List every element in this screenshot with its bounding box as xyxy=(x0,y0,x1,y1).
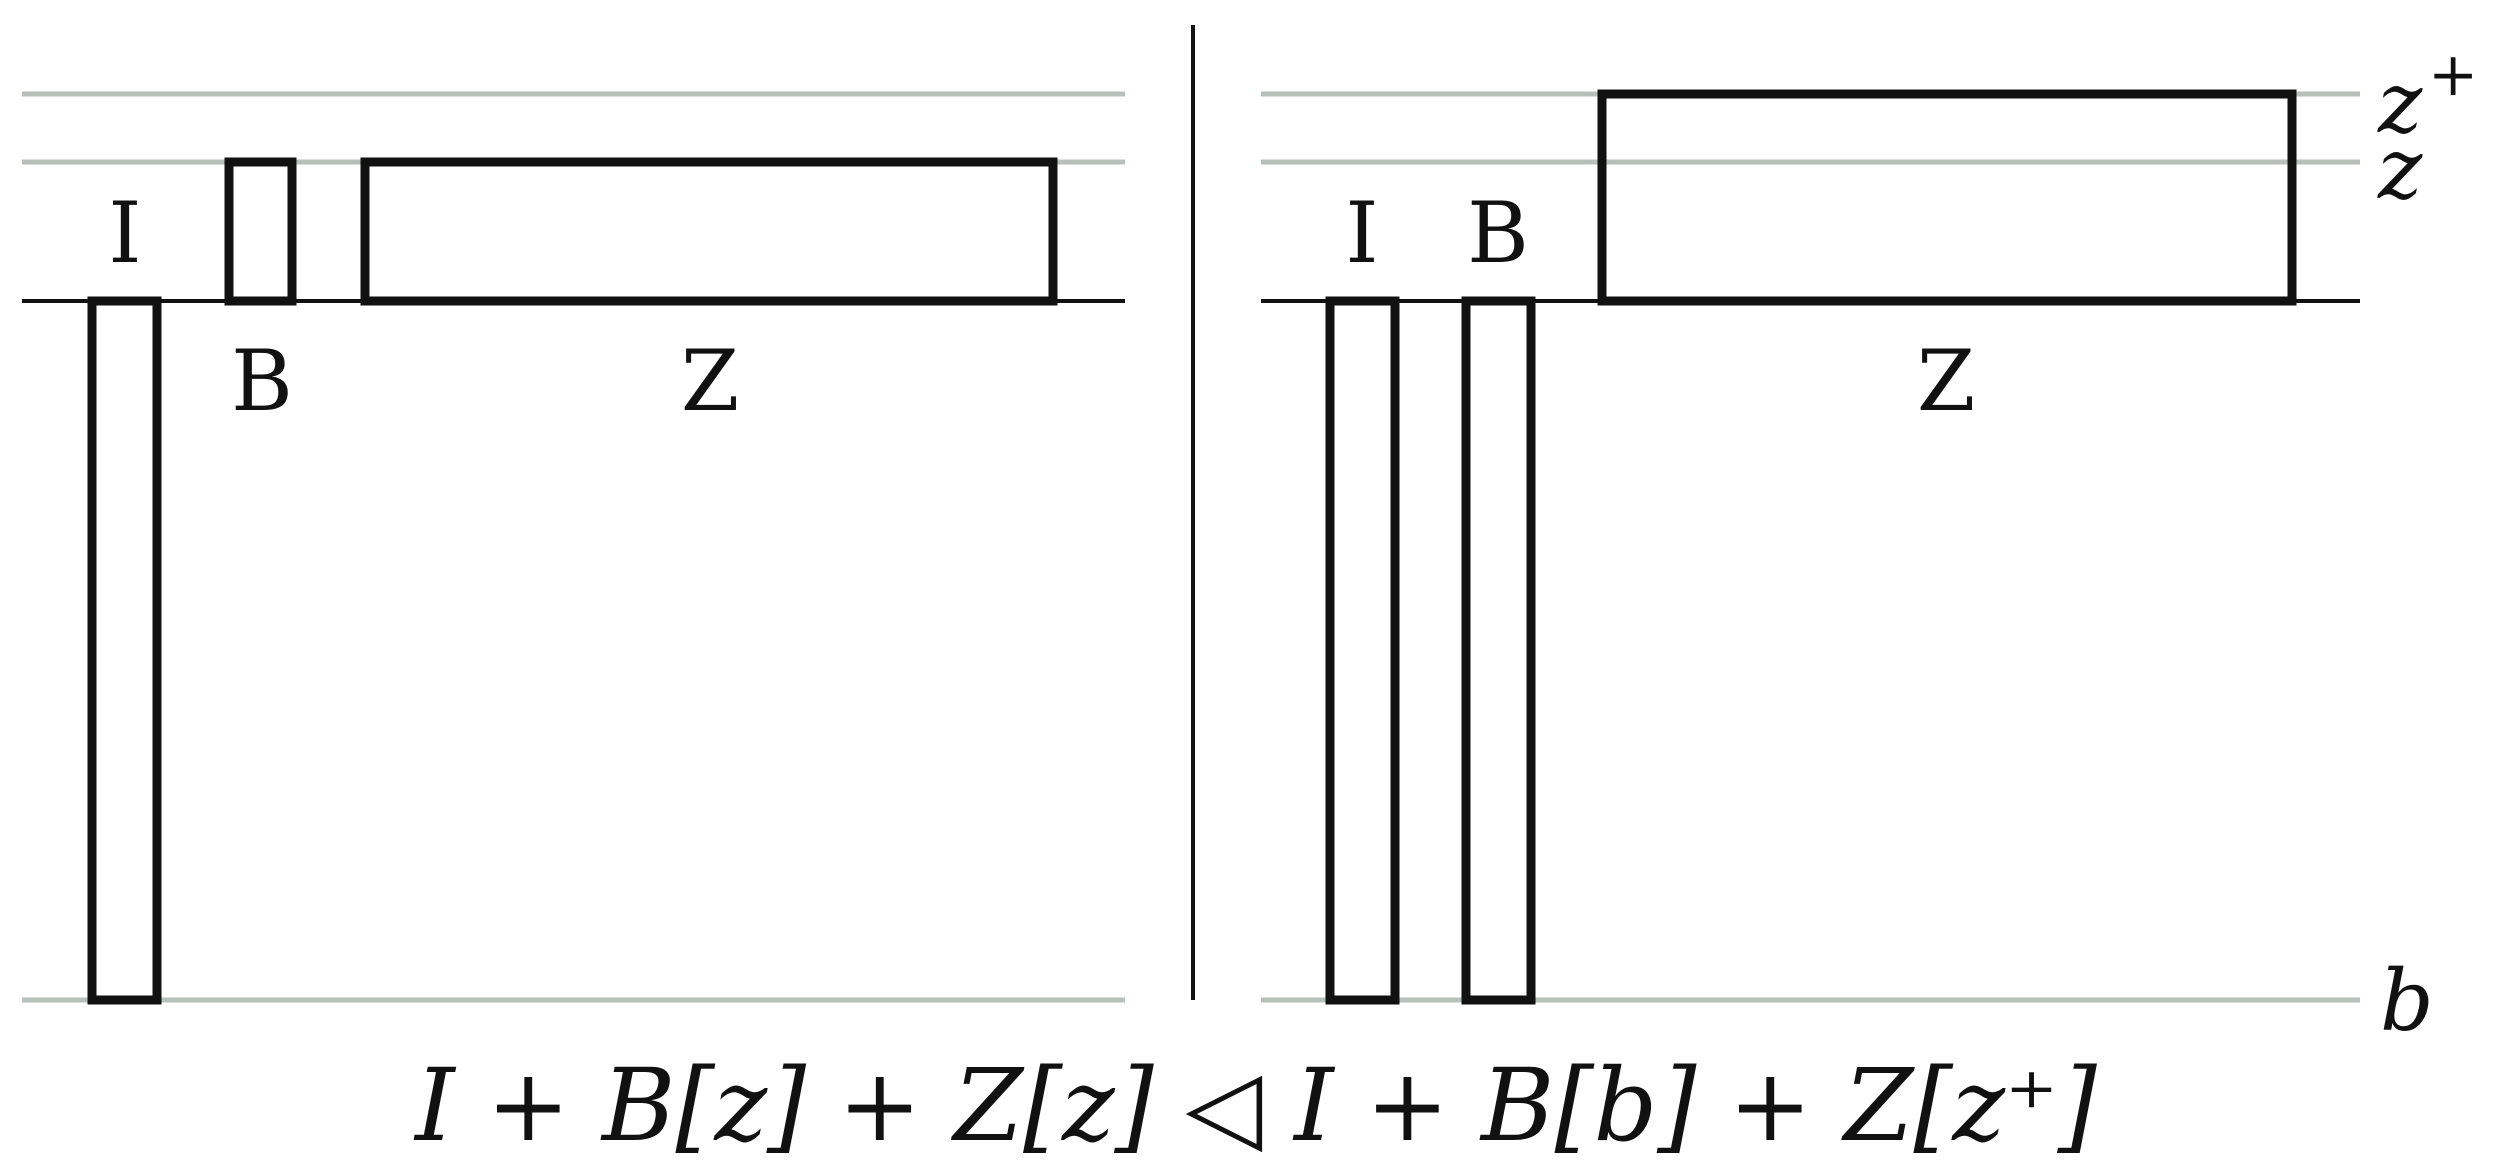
right-label-B: B xyxy=(1467,184,1529,282)
left-label-Z: Z xyxy=(681,332,739,430)
left-label-I: I xyxy=(108,184,141,282)
level-label-z-plus-sup: + xyxy=(2428,40,2478,110)
right-block-Z xyxy=(1597,89,2297,306)
right-panel: I B Z z + z b xyxy=(1261,40,2478,1050)
right-label-I: I xyxy=(1345,184,1378,282)
right-label-Z: Z xyxy=(1917,332,1975,430)
left-block-I xyxy=(87,296,162,1005)
left-label-B: B xyxy=(231,332,293,430)
level-label-b: b xyxy=(2380,952,2434,1050)
level-label-z: z xyxy=(2377,120,2423,218)
left-block-Z xyxy=(360,157,1058,306)
left-block-B xyxy=(224,157,297,306)
level-label-z-plus: z xyxy=(2377,54,2423,152)
ordering-formula: I + B[z] + Z[z] ◁ I + B[b] + Z[z⁺] xyxy=(413,1047,2098,1160)
left-panel: I B Z xyxy=(22,91,1125,1005)
right-block-B xyxy=(1461,296,1536,1005)
right-block-I xyxy=(1325,296,1400,1005)
